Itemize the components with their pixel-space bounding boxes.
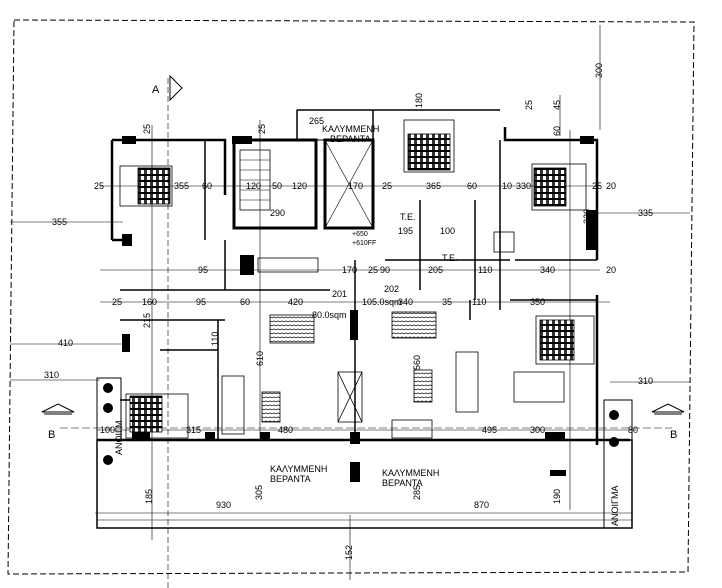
top-veranda	[296, 109, 374, 141]
dim-60c: 60	[467, 181, 477, 191]
dim-10a: 10	[502, 181, 512, 191]
site-boundary	[7, 19, 695, 575]
te-label-2: T.E.	[442, 253, 458, 263]
dim-195: 195	[398, 226, 413, 236]
dim-50: 50	[272, 181, 282, 191]
dim-290: 290	[270, 208, 285, 218]
dim-95b: 95	[198, 265, 208, 275]
dim-870: 870	[474, 500, 489, 510]
dim-355-bed: 355	[174, 181, 189, 191]
dim-170b: 170	[342, 265, 357, 275]
dim-185: 185	[144, 489, 154, 504]
dim-410: 410	[58, 338, 73, 348]
dim-20a: 20	[606, 181, 616, 191]
dim-110b: 110	[472, 297, 486, 307]
dim-25h: 25	[112, 297, 122, 307]
dim-45: 45	[552, 100, 562, 110]
dim-420: 420	[288, 297, 303, 307]
dim-160: 160	[142, 297, 157, 307]
dim-110a: 110	[478, 265, 492, 275]
dim-350: 350	[530, 297, 545, 307]
veranda-br-line1: ΚΑΛΥΜΜΕΝΗ	[382, 468, 439, 478]
dim-335: 335	[638, 208, 653, 218]
section-label-a: A	[152, 84, 160, 96]
section-marker-right	[651, 403, 685, 415]
section-marker-left	[41, 403, 75, 415]
dim-80: 80	[628, 425, 638, 435]
dim-100a: 100	[440, 226, 455, 236]
dim-300b: 300	[530, 425, 545, 435]
dim-25d: 25	[94, 181, 104, 191]
dim-35: 35	[442, 297, 452, 307]
dim-340b: 340	[398, 297, 413, 307]
dim-205: 205	[428, 265, 443, 275]
dim-215: 215	[142, 313, 152, 328]
dim-320: 320	[582, 209, 592, 224]
sofa-icon	[221, 351, 479, 439]
atrium	[337, 371, 363, 423]
bed-icon	[119, 119, 595, 439]
dim-285: 285	[412, 485, 422, 500]
unit-201-area: 80.0sqm	[312, 310, 347, 320]
dim-20b: 20	[606, 265, 616, 275]
dim-25b: 25	[257, 124, 267, 134]
level-1: +650	[352, 231, 368, 238]
dim-152: 152	[344, 545, 354, 560]
dim-25g: 25	[368, 265, 378, 275]
dim-25f: 25	[592, 181, 602, 191]
veranda-top-line1: ΚΑΛΥΜΜΕΝΗ	[322, 124, 379, 134]
section-label-b-right: B	[670, 429, 677, 441]
dim-120b: 120	[292, 181, 307, 191]
interior-walls	[120, 109, 597, 440]
veranda-bl-line2: ΒΕΡΑΝΤΑ	[270, 474, 311, 484]
dim-340a: 340	[540, 265, 555, 275]
dining-table-icon	[261, 311, 437, 423]
dim-180: 180	[414, 93, 424, 108]
section-marker-top	[167, 74, 183, 588]
dim-330: 330	[516, 181, 531, 191]
unit-201: 201	[332, 289, 347, 299]
bottom-veranda	[96, 377, 633, 529]
anoigma-right: ΑΝΟΙΓΜΑ	[610, 486, 620, 526]
dim-25e: 25	[382, 181, 392, 191]
dim-305: 305	[254, 485, 264, 500]
dim-365: 365	[426, 181, 441, 191]
dim-90: 90	[380, 265, 390, 275]
anoigma-left: ΑΝΟΙΓΜ	[114, 421, 124, 455]
dim-25a: 25	[142, 124, 152, 134]
dim-560: 560	[412, 355, 422, 370]
dim-60b: 60	[202, 181, 212, 191]
dim-310-left: 310	[44, 370, 59, 380]
dim-170a: 170	[348, 181, 363, 191]
veranda-bl-line1: ΚΑΛΥΜΜΕΝΗ	[270, 464, 327, 474]
dim-315: 315	[186, 425, 201, 435]
dim-95a: 95	[196, 297, 206, 307]
dim-60a: 60	[552, 126, 562, 136]
section-label-b-left: B	[48, 429, 55, 441]
dim-100b: 100	[100, 425, 115, 435]
veranda-top-line2: ΒΕΡΑΝΤΑ	[330, 134, 371, 144]
dim-25c: 25	[524, 100, 534, 110]
dim-310-right: 310	[638, 376, 653, 386]
unit-202-area: 105.0sqm	[362, 297, 402, 307]
veranda-br-line2: ΒΕΡΑΝΤΑ	[382, 478, 423, 488]
dim-495: 495	[482, 425, 497, 435]
dim-190: 190	[552, 489, 562, 504]
te-label-1: T.E.	[400, 212, 416, 222]
columns	[122, 136, 596, 482]
level-2: +610FF	[352, 240, 376, 247]
dim-930: 930	[216, 500, 231, 510]
unit-202: 202	[384, 284, 399, 294]
plant-icon	[103, 383, 619, 465]
dim-120a: 120	[246, 181, 261, 191]
dim-110c: 110	[210, 332, 220, 346]
kitchen-counter	[257, 231, 565, 403]
dim-300: 300	[594, 63, 604, 78]
dim-610: 610	[255, 351, 265, 366]
dim-355-left: 355	[52, 217, 67, 227]
dim-60d: 60	[240, 297, 250, 307]
dim-265: 265	[309, 116, 324, 126]
dim-480: 480	[278, 425, 293, 435]
